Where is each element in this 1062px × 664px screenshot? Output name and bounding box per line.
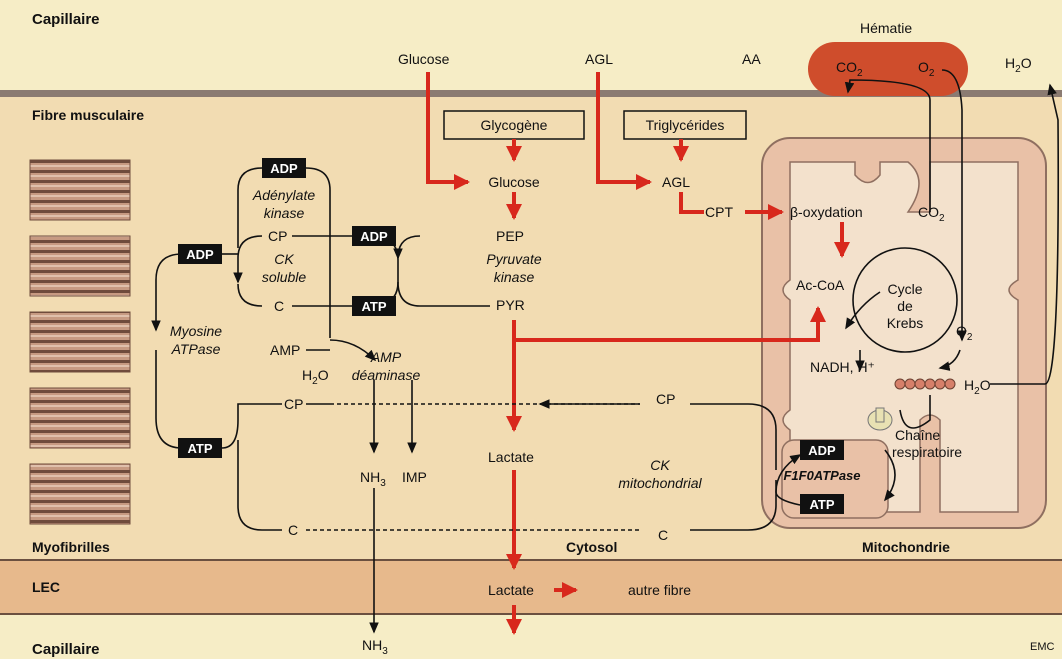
label-myofibrilles: Myofibrilles [32, 539, 110, 555]
ck-soluble-1: CK [274, 251, 294, 267]
label-fibre: Fibre musculaire [32, 107, 144, 123]
amp-deaminase-1: AMP [370, 349, 402, 365]
label-lec: LEC [32, 579, 60, 595]
adenylate-1: Adénylate [252, 187, 315, 203]
cap-agl: AGL [585, 51, 613, 67]
nh3-label: NH3 [360, 469, 386, 489]
krebs-3: Krebs [887, 315, 924, 331]
energy-cycle-lines [151, 69, 1060, 634]
red-flux-arrows [426, 72, 850, 635]
beta-oxydation-label: β-oxydation [790, 204, 863, 220]
pyruvate-kinase-2: kinase [494, 269, 535, 285]
adp-left-label: ADP [186, 247, 214, 262]
cp-left-label: CP [284, 396, 303, 412]
label-hematie: Hématie [860, 20, 912, 36]
krebs-2: de [897, 298, 913, 314]
pyruvate-kinase-1: Pyruvate [486, 251, 541, 267]
ck-mito-2: mitochondrial [618, 475, 702, 491]
c-right-label: C [658, 527, 668, 543]
mito-co2-label: CO2 [918, 204, 945, 224]
amp-deaminase-2: déaminase [352, 367, 421, 383]
amp-label: AMP [270, 342, 300, 358]
atp-mid-label: ATP [361, 299, 386, 314]
autre-fibre-label: autre fibre [628, 582, 691, 598]
krebs-1: Cycle [887, 281, 922, 297]
triglycerides-box [623, 110, 747, 140]
label-capillaire-bottom: Capillaire [32, 641, 100, 658]
label-mitochondrie: Mitochondrie [862, 539, 950, 555]
mito-adp-label: ADP [808, 443, 836, 458]
label-cytosol: Cytosol [566, 539, 617, 555]
adp-atp-boxes: ADP ADP ADP ATP ATP ADP ATP [178, 158, 844, 514]
capillary-bottom-area [0, 615, 1062, 659]
adenylate-2: kinase [264, 205, 305, 221]
cap-aa: AA [742, 51, 761, 67]
ck-mito-1: CK [650, 457, 670, 473]
mito-atp-label: ATP [809, 497, 834, 512]
adp-mid-label: ADP [360, 229, 388, 244]
label-capillaire-top: Capillaire [32, 11, 100, 28]
mito-o2-label: O2 [956, 323, 973, 343]
respiratory-chain-beads [867, 378, 956, 431]
myosine-2: ATPase [171, 341, 221, 357]
lec-area [0, 560, 1062, 614]
mito-h2o-label: H2O [964, 377, 991, 397]
svg-text:O2: O2 [918, 59, 935, 79]
svg-text:CO2: CO2 [836, 59, 863, 79]
lec-lactate-label: Lactate [488, 582, 534, 598]
chaine-2: respiratoire [892, 444, 962, 460]
cpt-label: CPT [705, 204, 733, 220]
ck-soluble-2: soluble [262, 269, 307, 285]
h2o-left-label: H2O [302, 367, 329, 387]
membrane-band-top [0, 90, 1062, 97]
cap-glucose: Glucose [398, 51, 450, 67]
c-left-label: C [288, 522, 298, 538]
agl-label: AGL [662, 174, 690, 190]
c-mid-label: C [274, 298, 284, 314]
nadh-label: NADH, H⁺ [810, 359, 875, 375]
bottom-nh3-label: NH3 [362, 637, 388, 657]
cap-h2o: H2O [1005, 55, 1032, 75]
glycogene-label: Glycogène [481, 117, 548, 133]
imp-label: IMP [402, 469, 427, 485]
accoa-label: Ac-CoA [796, 277, 845, 293]
pep-label: PEP [496, 228, 524, 244]
myofibril-stack [29, 159, 131, 525]
cp-right-label: CP [656, 391, 675, 407]
adp-top-label: ADP [270, 161, 298, 176]
chaine-1: Chaîne [895, 427, 940, 443]
lactate-label: Lactate [488, 449, 534, 465]
glycogene-box [443, 110, 585, 140]
glucose-label: Glucose [488, 174, 540, 190]
cp-mid-label: CP [268, 228, 287, 244]
f1f0-label: F1F0ATPase [783, 468, 860, 483]
emc-logo: EMC [1030, 641, 1055, 653]
atp-left-label: ATP [187, 441, 212, 456]
pyr-label: PYR [496, 297, 525, 313]
triglycerides-label: Triglycérides [646, 117, 725, 133]
myosine-1: Myosine [170, 323, 222, 339]
